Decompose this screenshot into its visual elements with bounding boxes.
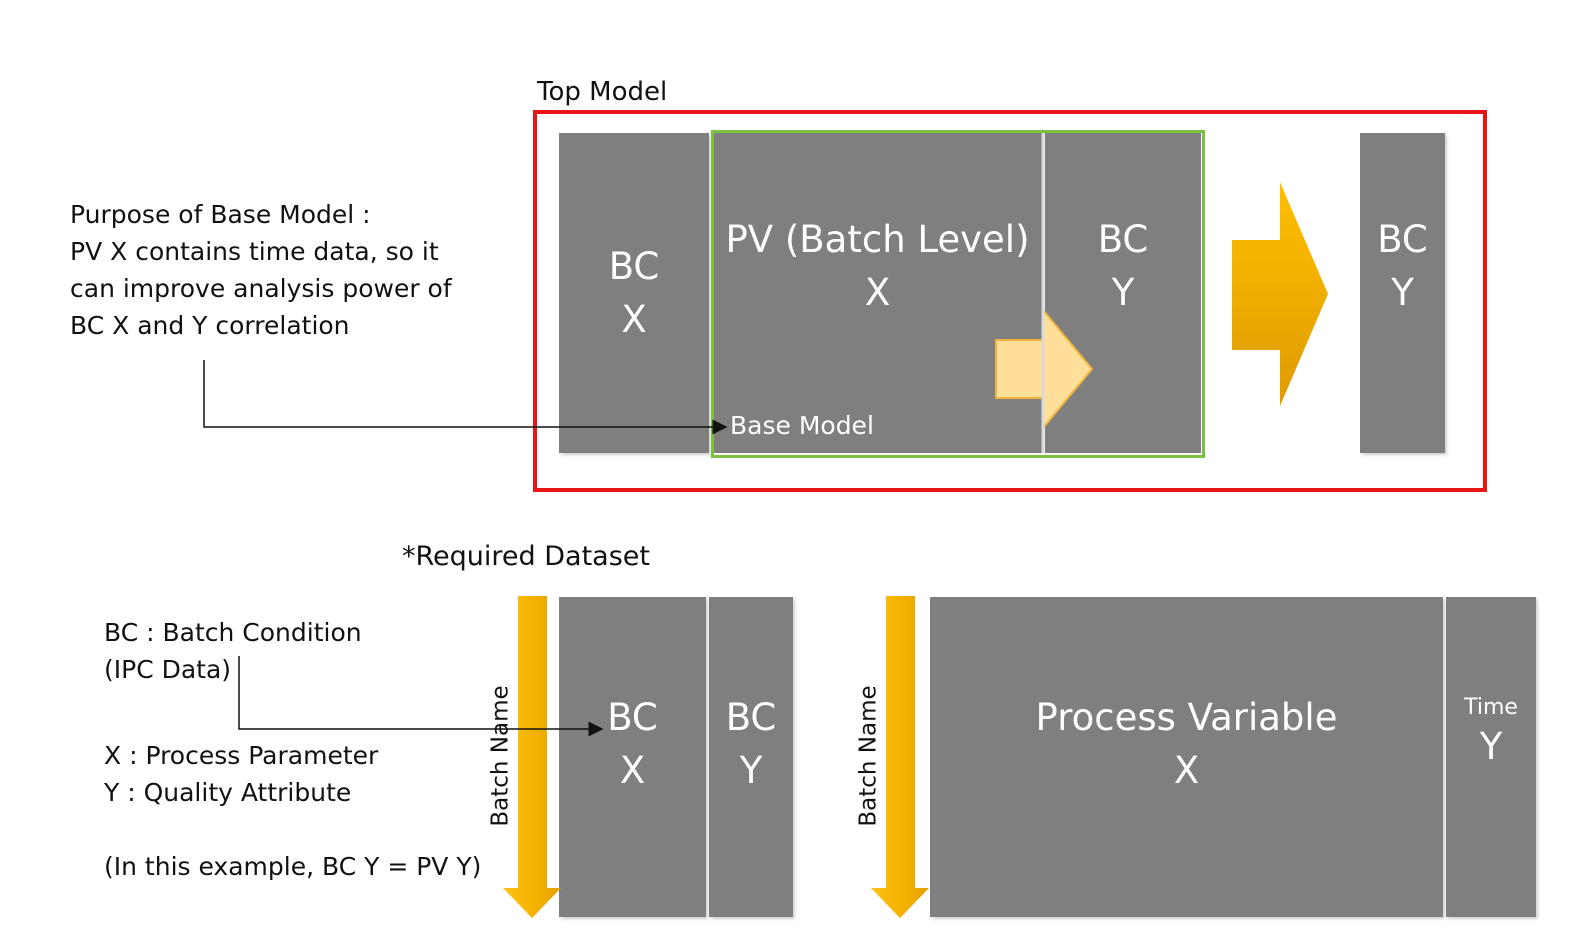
dataset-bc-x-line2: X: [619, 749, 646, 792]
dataset-bc-x-line1: BC: [607, 696, 658, 739]
dataset-bc-y-line1: BC: [725, 696, 777, 739]
time-y-line1: Time: [1464, 695, 1518, 720]
time-y-block: Time Y: [1446, 597, 1536, 917]
base-model-label: Base Model: [730, 411, 874, 440]
pv-batch-level-block: PV (Batch Level) X: [713, 133, 1042, 453]
legend-y-definition: Y : Quality Attribute: [104, 778, 352, 807]
required-dataset-title: *Required Dataset: [402, 541, 650, 572]
legend-ipc-data: (IPC Data): [104, 655, 232, 684]
process-variable-line2: X: [1173, 749, 1200, 792]
top-model-frame: [533, 110, 1487, 492]
batch-direction-arrow-right: [871, 596, 929, 918]
purpose-line: can improve analysis power of: [70, 274, 452, 303]
top-bc-x-line2: X: [621, 298, 647, 341]
top-model-title: Top Model: [537, 77, 668, 107]
process-variable-block: Process Variable X: [930, 597, 1443, 917]
dataset-bc-y-line2: Y: [739, 749, 763, 792]
batch-name-label-left: Batch Name: [487, 685, 514, 827]
purpose-line: Purpose of Base Model :: [70, 200, 371, 229]
batch-name-label-right: Batch Name: [855, 685, 882, 827]
purpose-note: Purpose of Base Model : PV X contains ti…: [70, 196, 452, 344]
legend-note: BC : Batch Condition (IPC Data) X : Proc…: [104, 614, 481, 885]
top-bc-y-output-block: BC Y: [1360, 133, 1445, 453]
purpose-connector: [203, 360, 728, 435]
purpose-line: BC X and Y correlation: [70, 311, 350, 340]
process-variable-line1: Process Variable: [1035, 696, 1338, 739]
base-model-frame: [711, 130, 1205, 458]
legend-bc-definition: BC : Batch Condition: [104, 618, 362, 647]
top-bc-y-inner-line2: Y: [1111, 271, 1135, 314]
top-bc-x-block: BC X: [559, 133, 709, 453]
purpose-line: PV X contains time data, so it: [70, 237, 439, 266]
batch-direction-arrow-left: [503, 596, 561, 918]
top-bc-y-output-line2: Y: [1391, 271, 1414, 314]
top-output-arrow: [1232, 182, 1328, 406]
pv-batch-level-line2: X: [864, 271, 891, 314]
top-bc-x-line1: BC: [608, 245, 660, 288]
legend-x-definition: X : Process Parameter: [104, 741, 379, 770]
dataset-bc-x-block: BC X: [559, 597, 706, 917]
bc-legend-connector: [238, 656, 604, 737]
legend-example-note: (In this example, BC Y = PV Y): [104, 852, 482, 881]
dataset-bc-y-block: BC Y: [709, 597, 793, 917]
top-bc-y-inner-block: BC Y: [1045, 133, 1201, 453]
top-bc-y-output-line1: BC: [1377, 218, 1428, 261]
top-bc-y-inner-line1: BC: [1097, 218, 1149, 261]
time-y-line2: Y: [1479, 725, 1503, 768]
pv-batch-level-line1: PV (Batch Level): [725, 218, 1030, 261]
